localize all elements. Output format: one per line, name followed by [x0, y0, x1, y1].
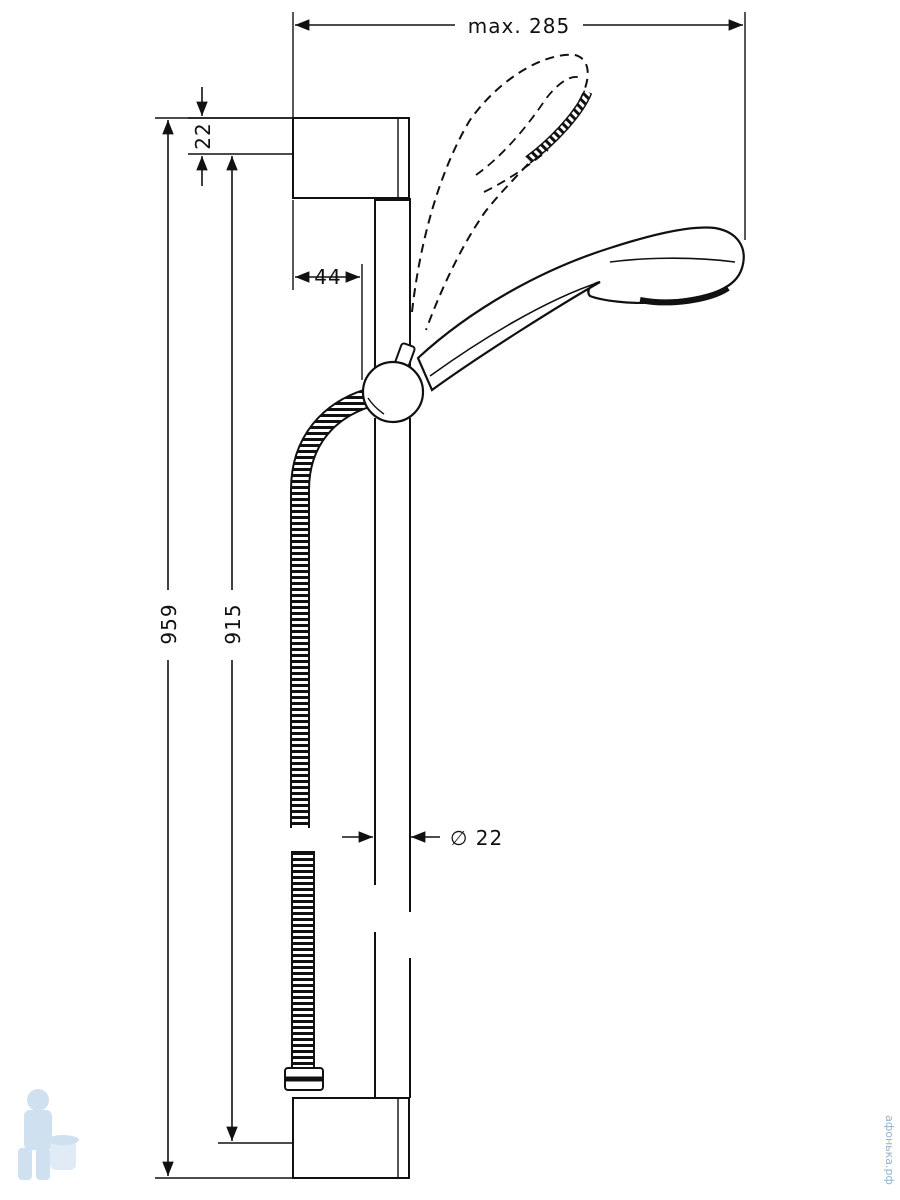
dimension-bar-length: 915 [188, 153, 292, 1144]
hand-shower [390, 226, 745, 392]
dimension-offset-label: 44 [314, 265, 341, 289]
bottom-wall-bracket [292, 1097, 410, 1179]
wall-bar [374, 198, 411, 1098]
dimension-width: max. 285 [292, 12, 746, 240]
watermark: афонька.рф [18, 1089, 896, 1185]
slider-holder [361, 360, 425, 424]
top-wall-bracket [292, 117, 410, 199]
dimension-total-height: 959 [155, 117, 292, 1179]
dimension-top-gap-label: 22 [191, 122, 215, 149]
dimension-bar-length-label: 915 [221, 603, 245, 644]
dimension-total-height-label: 959 [157, 603, 181, 644]
dimension-width-label: max. 285 [468, 14, 570, 38]
plumber-mascot-icon [18, 1089, 79, 1180]
watermark-text: афонька.рф [883, 1115, 896, 1185]
dimension-top-gap: 22 [188, 87, 292, 186]
dimension-diameter: ∅ 22 [342, 826, 503, 850]
dimension-diameter-label: ∅ 22 [450, 826, 503, 850]
shower-hose [284, 388, 372, 1091]
hand-shower-alt-position [411, 53, 593, 331]
dimension-offset: 44 [292, 200, 363, 380]
